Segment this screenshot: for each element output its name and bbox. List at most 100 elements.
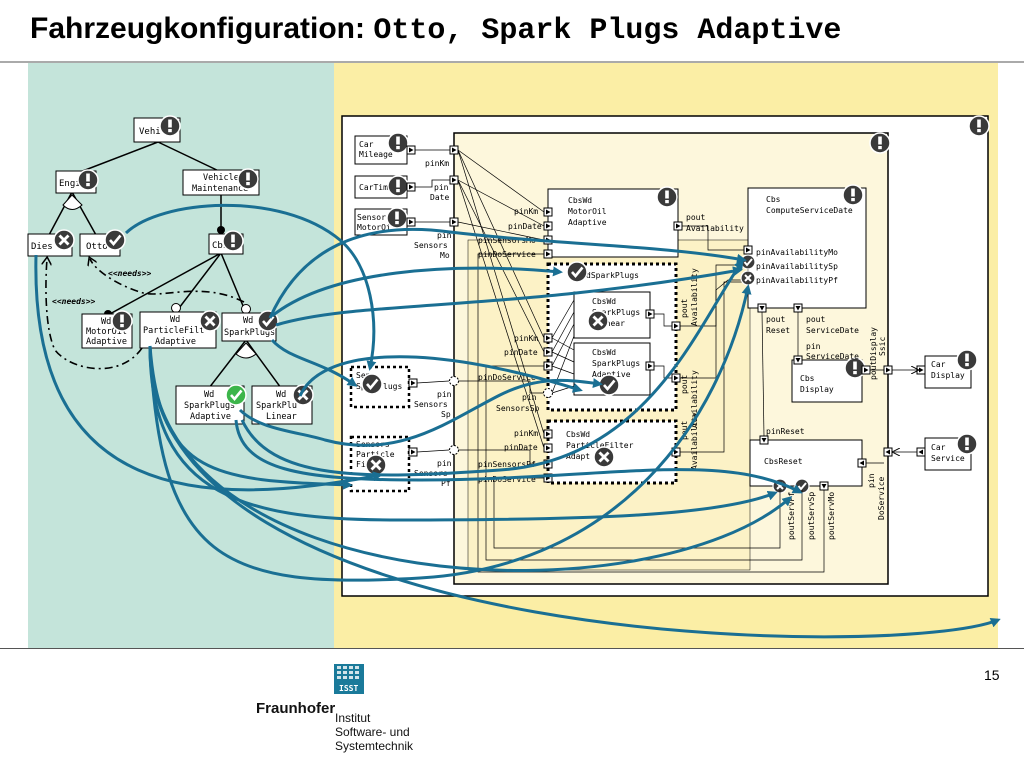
fanout-wires — [457, 149, 545, 465]
reset-pin-doservice-1: pin — [867, 473, 876, 488]
organization-name: Fraunhofer — [256, 700, 336, 717]
feature-vehicle-maintenance[interactable]: Vehicle Maintenance — [182, 168, 260, 196]
port-compute-pout-reset[interactable] — [757, 303, 767, 313]
reset-pinreset-label: pinReset — [766, 427, 805, 436]
port-compute-pin-mo[interactable] — [743, 245, 753, 255]
sp-linear-line2: SparkPlugs — [592, 308, 640, 317]
motoroil-line2: MotorOil — [568, 207, 607, 216]
car-mileage-line2: Mileage — [359, 150, 393, 159]
feature-sp-linear-line2: SparkPlu — [256, 401, 297, 411]
feature-maintenance-line1: Vehicle — [203, 173, 239, 183]
label-pindate-frame-1: pin — [434, 183, 449, 192]
port-compute-pout-servicedate[interactable] — [793, 303, 803, 313]
feature-wd-particlefilter-adaptive[interactable]: Wd ParticleFilt Adaptive — [139, 309, 222, 349]
page-title: Fahrzeugkonfiguration: Otto, Spark Plugs… — [30, 12, 841, 48]
motoroil-pout-label-2: Availability — [686, 224, 744, 233]
port-motoroil-pindoservice[interactable] — [543, 249, 553, 259]
feature-cbs[interactable]: Cbs — [208, 230, 244, 255]
port-sparkplugs-pinsensors[interactable] — [543, 388, 553, 398]
component-cbs-computeservicedate[interactable]: Cbs ComputeServiceDate pinAvailabilityMo… — [747, 184, 867, 309]
port-sparkplugs-pindate[interactable] — [543, 347, 553, 357]
port-motoroil-pout[interactable] — [673, 221, 683, 231]
sensor-motoroil-line2: MotorOi — [357, 223, 391, 232]
feature-sp-linear-line1: Wd — [276, 390, 286, 400]
feature-engine[interactable]: Engi — [55, 169, 99, 194]
port-frame-pinsensors-pf[interactable] — [449, 445, 459, 455]
institute-line-3: Systemtechnik — [335, 739, 414, 753]
sp-linear-line1: CbsWd — [592, 297, 616, 306]
port-reset-pinreset[interactable] — [759, 435, 769, 445]
port-frame-service-in[interactable] — [883, 447, 893, 457]
sp-adaptive-line1: CbsWd — [592, 348, 616, 357]
port-sparkplugs-pinkm[interactable] — [543, 333, 553, 343]
footer-divider — [0, 648, 1024, 649]
label-pinsensors-frame-2: Sensors — [414, 241, 448, 250]
sp-linear-line3: Linear — [596, 319, 625, 328]
port-sparkplugs-pout-1[interactable] — [671, 321, 681, 331]
compute-pout-servicedate-2: ServiceDate — [806, 326, 859, 335]
port-motoroil-pinkm[interactable] — [543, 207, 553, 217]
port-frame-pindate[interactable] — [449, 175, 459, 185]
port-frame-pinkm[interactable] — [449, 145, 459, 155]
feature-particle-line2: ParticleFilt — [143, 326, 204, 336]
port-motoroil-pindate[interactable] — [543, 221, 553, 231]
compute-pout-servicedate-1: pout — [806, 315, 825, 324]
feature-sparkplugs-adaptive[interactable]: Wd SparkPlugs Adaptive — [175, 383, 248, 425]
feature-motoroil-line3: Adaptive — [86, 337, 127, 347]
car-time-label: CarTim — [359, 183, 388, 192]
port-sensors-pf-out[interactable] — [408, 447, 418, 457]
port-car-display-in[interactable] — [916, 365, 926, 375]
port-sensor-motoroil-out[interactable] — [406, 217, 416, 227]
sparkplugs-pinsensors-label-1: pin — [522, 393, 537, 402]
car-mileage-line1: Car — [359, 140, 374, 149]
feature-wd-sparkplugs[interactable]: Wd SparkPlugs — [221, 309, 280, 342]
port-reset-pout-mo[interactable] — [819, 481, 829, 491]
sparkplugs-internal-wires — [551, 299, 676, 394]
mandatory-marker-maintenance — [217, 226, 225, 234]
service-wires — [866, 452, 917, 464]
alternative-arc-engine — [62, 194, 83, 210]
reset-pout-pf-label: poutServPf — [787, 492, 796, 540]
port-car-time-out[interactable] — [406, 182, 416, 192]
component-cbs-display[interactable]: Cbs Display — [791, 357, 866, 403]
car-service-line2: Service — [931, 454, 965, 463]
feature-otto[interactable]: Otto — [79, 228, 127, 257]
port-display-pin[interactable] — [793, 355, 803, 365]
port-sp-adaptive-out[interactable] — [645, 361, 655, 371]
feature-diesel[interactable]: Dies — [27, 228, 76, 257]
port-car-mileage-out[interactable] — [406, 145, 416, 155]
sparkplugs-pindoservice-label: pinDoService — [478, 373, 536, 382]
component-sensors-sparkplugs[interactable]: Sen Spa lugs — [349, 365, 411, 409]
sparkplugs-container-label: dSparkPlugs — [586, 271, 639, 280]
port-sparkplugs-pindoservice[interactable] — [543, 361, 553, 371]
fraunhofer-logo: ISST Fraunhofer Institut Software- und S… — [256, 664, 456, 764]
port-frame-display-out[interactable] — [883, 365, 893, 375]
sparkplugs-pout-label-4: Availability — [690, 370, 699, 428]
port-frame-pinsensors-sp[interactable] — [449, 376, 459, 386]
port-particle-pinkm[interactable] — [543, 429, 553, 439]
port-particle-pindate[interactable] — [543, 443, 553, 453]
port-frame-pinsensors-mo[interactable] — [449, 217, 459, 227]
component-car-time[interactable]: CarTim — [354, 175, 409, 199]
sensors-sp-line3: lugs — [383, 382, 402, 391]
port-car-service-out[interactable] — [916, 447, 926, 457]
isst-logo-icon: ISST — [334, 664, 364, 694]
component-car-mileage[interactable]: Car Mileage — [354, 132, 409, 165]
component-car-display[interactable]: Car Display — [924, 349, 978, 389]
needs-label-diesel: <<needs>> — [52, 297, 96, 306]
component-sparkplugs-linear[interactable]: CbsWd SparkPlugs Linear — [573, 291, 651, 339]
feature-vehicle[interactable]: Vehi — [133, 115, 181, 143]
particle-pindate-label: pinDate — [504, 443, 538, 452]
label-pinsensors-frame-3: Mo — [440, 251, 450, 260]
component-sparkplugs-adaptive[interactable]: CbsWd SparkPlugs Adaptive — [573, 342, 651, 397]
motoroil-pindoservice-label: pinDoService — [478, 250, 536, 259]
port-reset-pin-doservice[interactable] — [857, 458, 867, 468]
port-sparkplugs-pout-2[interactable] — [671, 373, 681, 383]
component-car-service[interactable]: Car Service — [924, 433, 978, 471]
title-configuration: Otto, Spark Plugs Adaptive — [373, 14, 842, 48]
feature-wd-motoroil-adaptive[interactable]: Wd MotorOil Adaptive — [81, 310, 133, 349]
port-sensors-sp-out[interactable] — [408, 378, 418, 388]
alternative-arc-sparkplugs — [235, 342, 257, 359]
port-sp-linear-out[interactable] — [645, 309, 655, 319]
particle-pout-label-2: Availability — [690, 412, 699, 470]
